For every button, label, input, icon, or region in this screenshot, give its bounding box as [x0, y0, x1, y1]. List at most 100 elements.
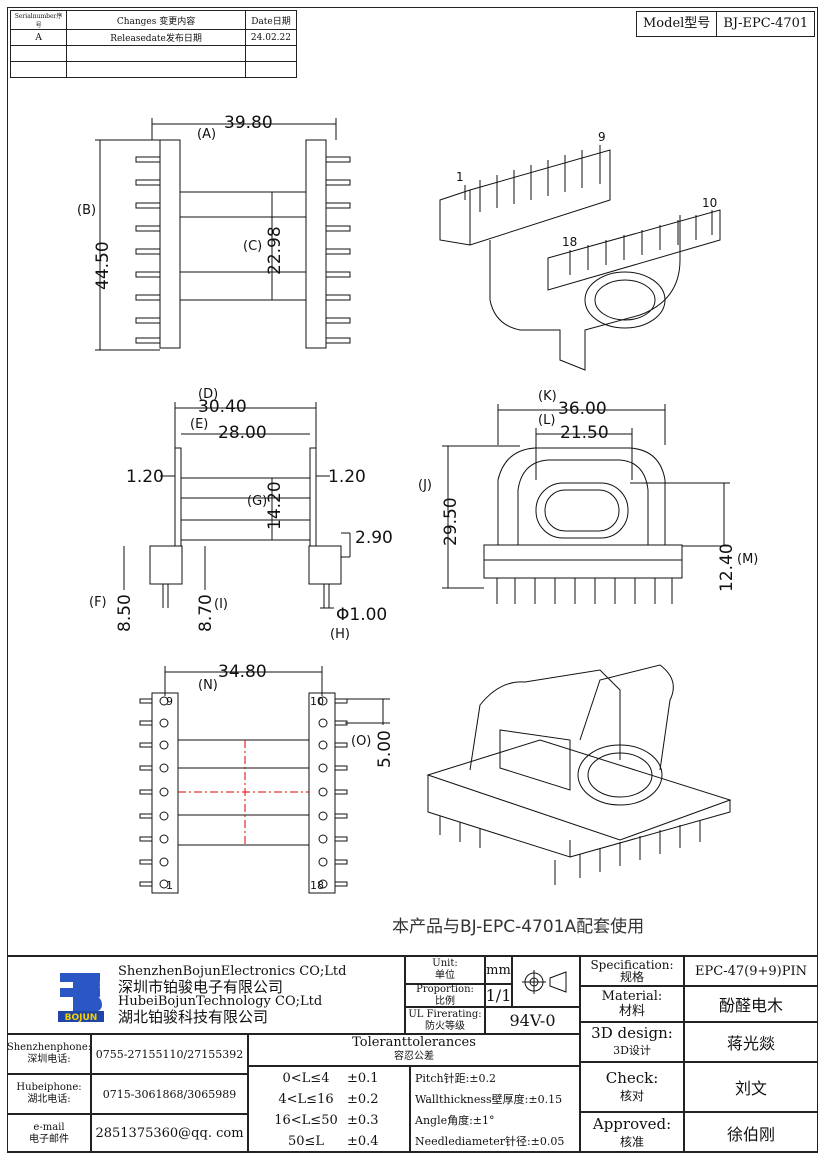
top-view [95, 118, 351, 351]
technical-drawing: 39.80 (A) 44.50 (B) 22.98 (C) 1 9 10 18 [77, 113, 758, 894]
company-en-1: ShenzhenBojunElectronics CO;Ltd [118, 964, 347, 979]
dim-h-tag: (H) [330, 627, 350, 642]
company-cn-2: 湖北铂骏科技有限公司 [118, 1008, 269, 1026]
bojun-logo-icon: BOJUN [58, 973, 104, 1023]
front-view [442, 404, 730, 604]
dim-d-value: 30.40 [198, 397, 247, 417]
spec-angle: Angle角度:±1° [415, 1113, 495, 1127]
iso-pin-1: 1 [456, 170, 464, 184]
material-label-cell: Material:材料 [580, 986, 684, 1022]
dim-e-value: 28.00 [218, 423, 267, 443]
dim-c-tag: (C) [243, 239, 262, 254]
hb-phone-value: 0715-3061868/3065989 [91, 1074, 248, 1114]
top-left-flange [159, 139, 181, 349]
check-label-cell: Check: 核对 [580, 1062, 684, 1112]
iso-bottom-legs [439, 816, 701, 885]
unit-label: Unit: [432, 958, 458, 969]
model-box: Model型号 BJ-EPC-4701 [636, 11, 816, 37]
company-block: BOJUN ShenzhenBojunElectronics CO;Ltd 深圳… [7, 956, 405, 1034]
iso-top-pins [464, 145, 601, 212]
approved-value: 徐伯刚 [684, 1112, 818, 1153]
title-block: BOJUN ShenzhenBojunElectronics CO;Ltd 深圳… [7, 955, 818, 1153]
spec-label-cn: 规格 [619, 970, 644, 984]
check-label: Check: [605, 1069, 659, 1087]
dim-k-tag: (K) [538, 389, 557, 404]
hb-phone-label-cell: Hubeiphone:湖北电话: [7, 1074, 91, 1114]
drawing-frame [7, 7, 818, 1152]
projection-symbol-icon [522, 969, 567, 994]
dim-n-value: 34.80 [218, 662, 267, 682]
email-value: 2851375360@qq. com [91, 1114, 248, 1153]
tolerance-row: 0<L≤4±0.1 [282, 1070, 379, 1086]
check-label-cn: 核对 [619, 1089, 644, 1103]
ul-label-cn: 防火等级 [425, 1020, 465, 1032]
dim-m-value: 12.40 [717, 543, 737, 592]
iso-bottom-pins [569, 210, 713, 275]
bottom-pin-9: 9 [166, 695, 173, 708]
sz-phone-label-cn: 深圳电话: [27, 1054, 71, 1065]
dim-o-tag: (O) [351, 734, 371, 749]
bottom-pin-10: 10 [310, 695, 324, 708]
unit-label-cn: 单位 [435, 970, 455, 981]
top-right-pins [325, 156, 351, 344]
hb-phone-label: Hubeiphone: [16, 1082, 82, 1093]
dim-b-value: 44.50 [93, 241, 113, 290]
dim-a-tag: (A) [197, 127, 216, 142]
sz-phone-label: Shenzhenphone: [6, 1042, 92, 1053]
dim-n-tag: (N) [198, 678, 218, 693]
dim-l-value: 21.50 [560, 423, 609, 443]
proportion-label: Proportion: [416, 983, 474, 995]
dim-e-tag: (E) [190, 417, 208, 432]
unit-value: mm [485, 956, 512, 984]
ul-label-cell: UL Firerating:防火等级 [405, 1007, 485, 1034]
design-label-cell: 3D design:3D设计 [580, 1022, 684, 1062]
ul-value: 94V-0 [485, 1007, 580, 1034]
bottom-pin-18: 18 [310, 879, 324, 892]
spec-label-cell: Specification:规格 [580, 956, 684, 986]
spec-label: Specification: [590, 958, 674, 972]
dim-l-tag: (L) [538, 413, 555, 428]
compatibility-note: 本产品与BJ-EPC-4701A配套使用 [392, 917, 645, 937]
tolerance-specs: Pitch针距:±0.2 Wallthickness壁厚度:±0.15 Angl… [410, 1066, 580, 1153]
iso-pin-18: 18 [562, 235, 577, 249]
dim-k-value: 36.00 [558, 399, 607, 419]
dim-pin-step: 2.90 [355, 528, 393, 548]
tolerance-title: Toleranttolerances [352, 1035, 476, 1050]
rev-cell [244, 61, 298, 78]
dim-i-value: 8.70 [196, 594, 216, 632]
dim-d-tag: (D) [198, 387, 218, 402]
iso-pin-9: 9 [598, 130, 606, 144]
iso-pin-10: 10 [702, 196, 717, 210]
dim-flange-left: 1.20 [126, 467, 164, 487]
logo-text: BOJUN [65, 1013, 98, 1023]
sz-phone-label-cell: Shenzhenphone:深圳电话: [7, 1034, 91, 1074]
dim-a-value: 39.80 [224, 113, 273, 133]
tolerance-title-cn: 容忍公差 [394, 1051, 434, 1062]
side-view [123, 402, 351, 609]
dim-f-value: 8.50 [115, 594, 135, 632]
front-pins [496, 578, 673, 604]
bottom-right-pins [318, 696, 348, 889]
dim-j-value: 29.50 [441, 497, 461, 546]
bottom-view [139, 666, 390, 894]
check-value: 刘文 [684, 1062, 818, 1112]
tolerance-row: 50≤L±0.4 [287, 1133, 379, 1149]
proportion-label-cell: Proportion:比例 [405, 984, 485, 1007]
spec-needle: Needlediameter针径:±0.05 [415, 1134, 565, 1148]
dim-pin-diameter: Φ1.00 [336, 605, 387, 625]
material-label-cn: 材料 [618, 1004, 645, 1019]
approved-label: Approved: [592, 1114, 672, 1133]
dim-flange-right: 1.20 [328, 467, 366, 487]
proportion-label-cn: 比例 [435, 995, 455, 1007]
design-label-cn: 3D设计 [613, 1044, 651, 1057]
top-right-flange [305, 139, 327, 349]
spec-pitch: Pitch针距:±0.2 [415, 1071, 497, 1085]
dim-b-tag: (B) [77, 203, 96, 218]
dim-f-tag: (F) [89, 595, 107, 610]
hb-phone-label-cn: 湖北电话: [27, 1094, 71, 1105]
proportion-value: 1/1 [485, 984, 512, 1007]
email-label-cn: 电子邮件 [29, 1133, 69, 1145]
unit-label-cell: Unit:单位 [405, 956, 485, 984]
